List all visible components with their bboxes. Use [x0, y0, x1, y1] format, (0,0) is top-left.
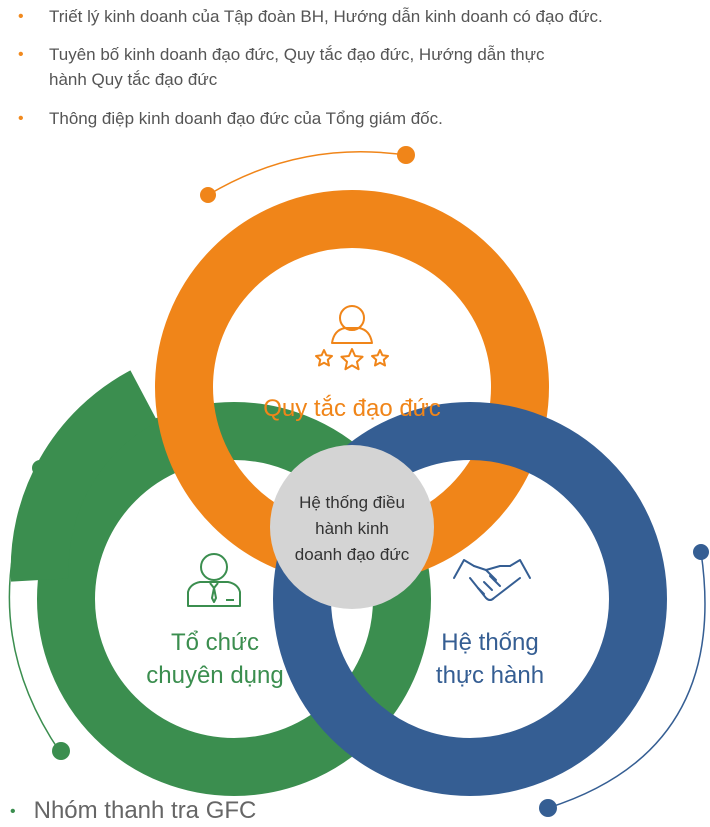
bullet-item: • Tuyên bố kinh doanh đạo đức, Quy tắc đ… [18, 42, 545, 92]
top-orbit-dot-right [397, 146, 415, 164]
center-label-line: hành kinh [315, 519, 389, 538]
bullet-item: • Triết lý kinh doanh của Tập đoàn BH, H… [18, 4, 603, 29]
left-ring [37, 402, 431, 796]
center-label-line: Hệ thống điều [299, 493, 405, 512]
top-orbit-arc [207, 151, 406, 196]
left-ring-label-line: Tổ chức [170, 629, 260, 656]
right-orbit-arc [547, 551, 706, 809]
left-ring-label: Tổ chức chuyên dụng [110, 626, 320, 692]
footer-item: • Nhóm thanh tra GFC [10, 796, 256, 827]
user-stars-icon [315, 305, 389, 371]
top-orbit-dot-left [200, 187, 216, 203]
bullet-dot-icon: • [18, 46, 24, 63]
left-orbit-dot-bottom [52, 742, 70, 760]
right-ring-label-line: Hệ thống [441, 629, 539, 656]
bullet-text: Thông điệp kinh doanh đạo đức của Tổng g… [49, 109, 443, 128]
bullet-text-line: hành Quy tắc đạo đức [49, 70, 218, 89]
footer-text: Nhóm thanh tra GFC [33, 797, 257, 824]
footer-dot-icon: • [10, 802, 16, 820]
left-ring-label-line: chuyên dụng [146, 662, 284, 689]
right-ring-label-line: thực hành [435, 662, 545, 689]
right-ring-label: Hệ thống thực hành [395, 626, 585, 692]
center-label: Hệ thống điều hành kinh doanh đạo đức [270, 490, 434, 568]
left-ring-overlap [10, 370, 159, 582]
top-ring-label: Quy tắc đạo đức [263, 395, 441, 422]
center-label-line: doanh đạo đức [294, 545, 410, 564]
handshake-icon [453, 559, 531, 601]
businessman-icon [187, 553, 241, 607]
right-ring [273, 402, 667, 796]
right-orbit-dot-bottom [539, 799, 557, 817]
right-orbit-dot-top [693, 544, 709, 560]
bullet-dot-icon: • [18, 110, 24, 127]
bullet-text: Triết lý kinh doanh của Tập đoàn BH, Hướ… [49, 7, 603, 26]
bullet-item: • Thông điệp kinh doanh đạo đức của Tổng… [18, 106, 443, 131]
center-disc [270, 445, 434, 609]
bullet-text-line: Tuyên bố kinh doanh đạo đức, Quy tắc đạo… [49, 45, 545, 64]
bullet-dot-icon: • [18, 8, 24, 25]
